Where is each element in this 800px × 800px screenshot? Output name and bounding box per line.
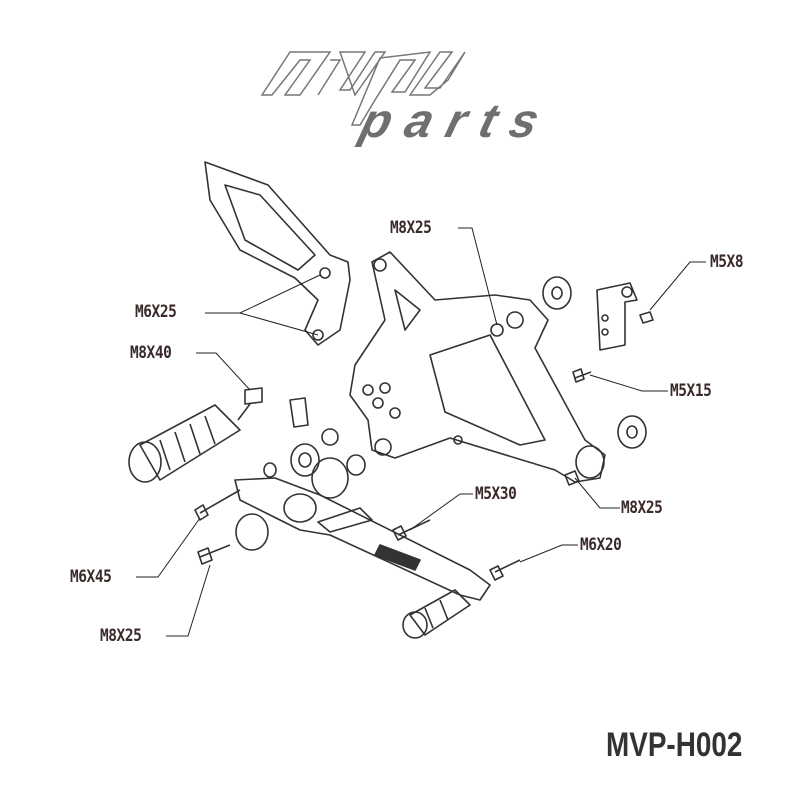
label-m5x8: M5X8 bbox=[710, 252, 744, 272]
rearset-bracket bbox=[349, 251, 606, 483]
label-m8x25-bottom: M8X25 bbox=[100, 626, 142, 646]
product-code: MVP-H002 bbox=[606, 726, 743, 764]
label-m8x40: M8X40 bbox=[130, 343, 172, 363]
bolts bbox=[194, 311, 654, 581]
washers bbox=[235, 276, 647, 551]
label-m6x25: M6X25 bbox=[135, 302, 177, 322]
svg-text:parts: parts bbox=[353, 95, 544, 148]
mounting-plate bbox=[596, 282, 638, 351]
label-m5x30: M5X30 bbox=[475, 484, 517, 504]
label-m8x25-right: M8X25 bbox=[621, 498, 663, 518]
toe-peg bbox=[402, 589, 471, 639]
leader-lines bbox=[136, 227, 706, 637]
mv-parts-logo: parts bbox=[260, 51, 545, 148]
footpeg bbox=[128, 404, 241, 483]
label-m6x45: M6X45 bbox=[70, 567, 112, 587]
label-m5x15: M5X15 bbox=[670, 381, 712, 401]
label-m6x20: M6X20 bbox=[580, 535, 622, 555]
heel-guard bbox=[204, 161, 351, 346]
label-m8x25-top: M8X25 bbox=[390, 218, 432, 238]
shift-lever bbox=[234, 477, 491, 601]
